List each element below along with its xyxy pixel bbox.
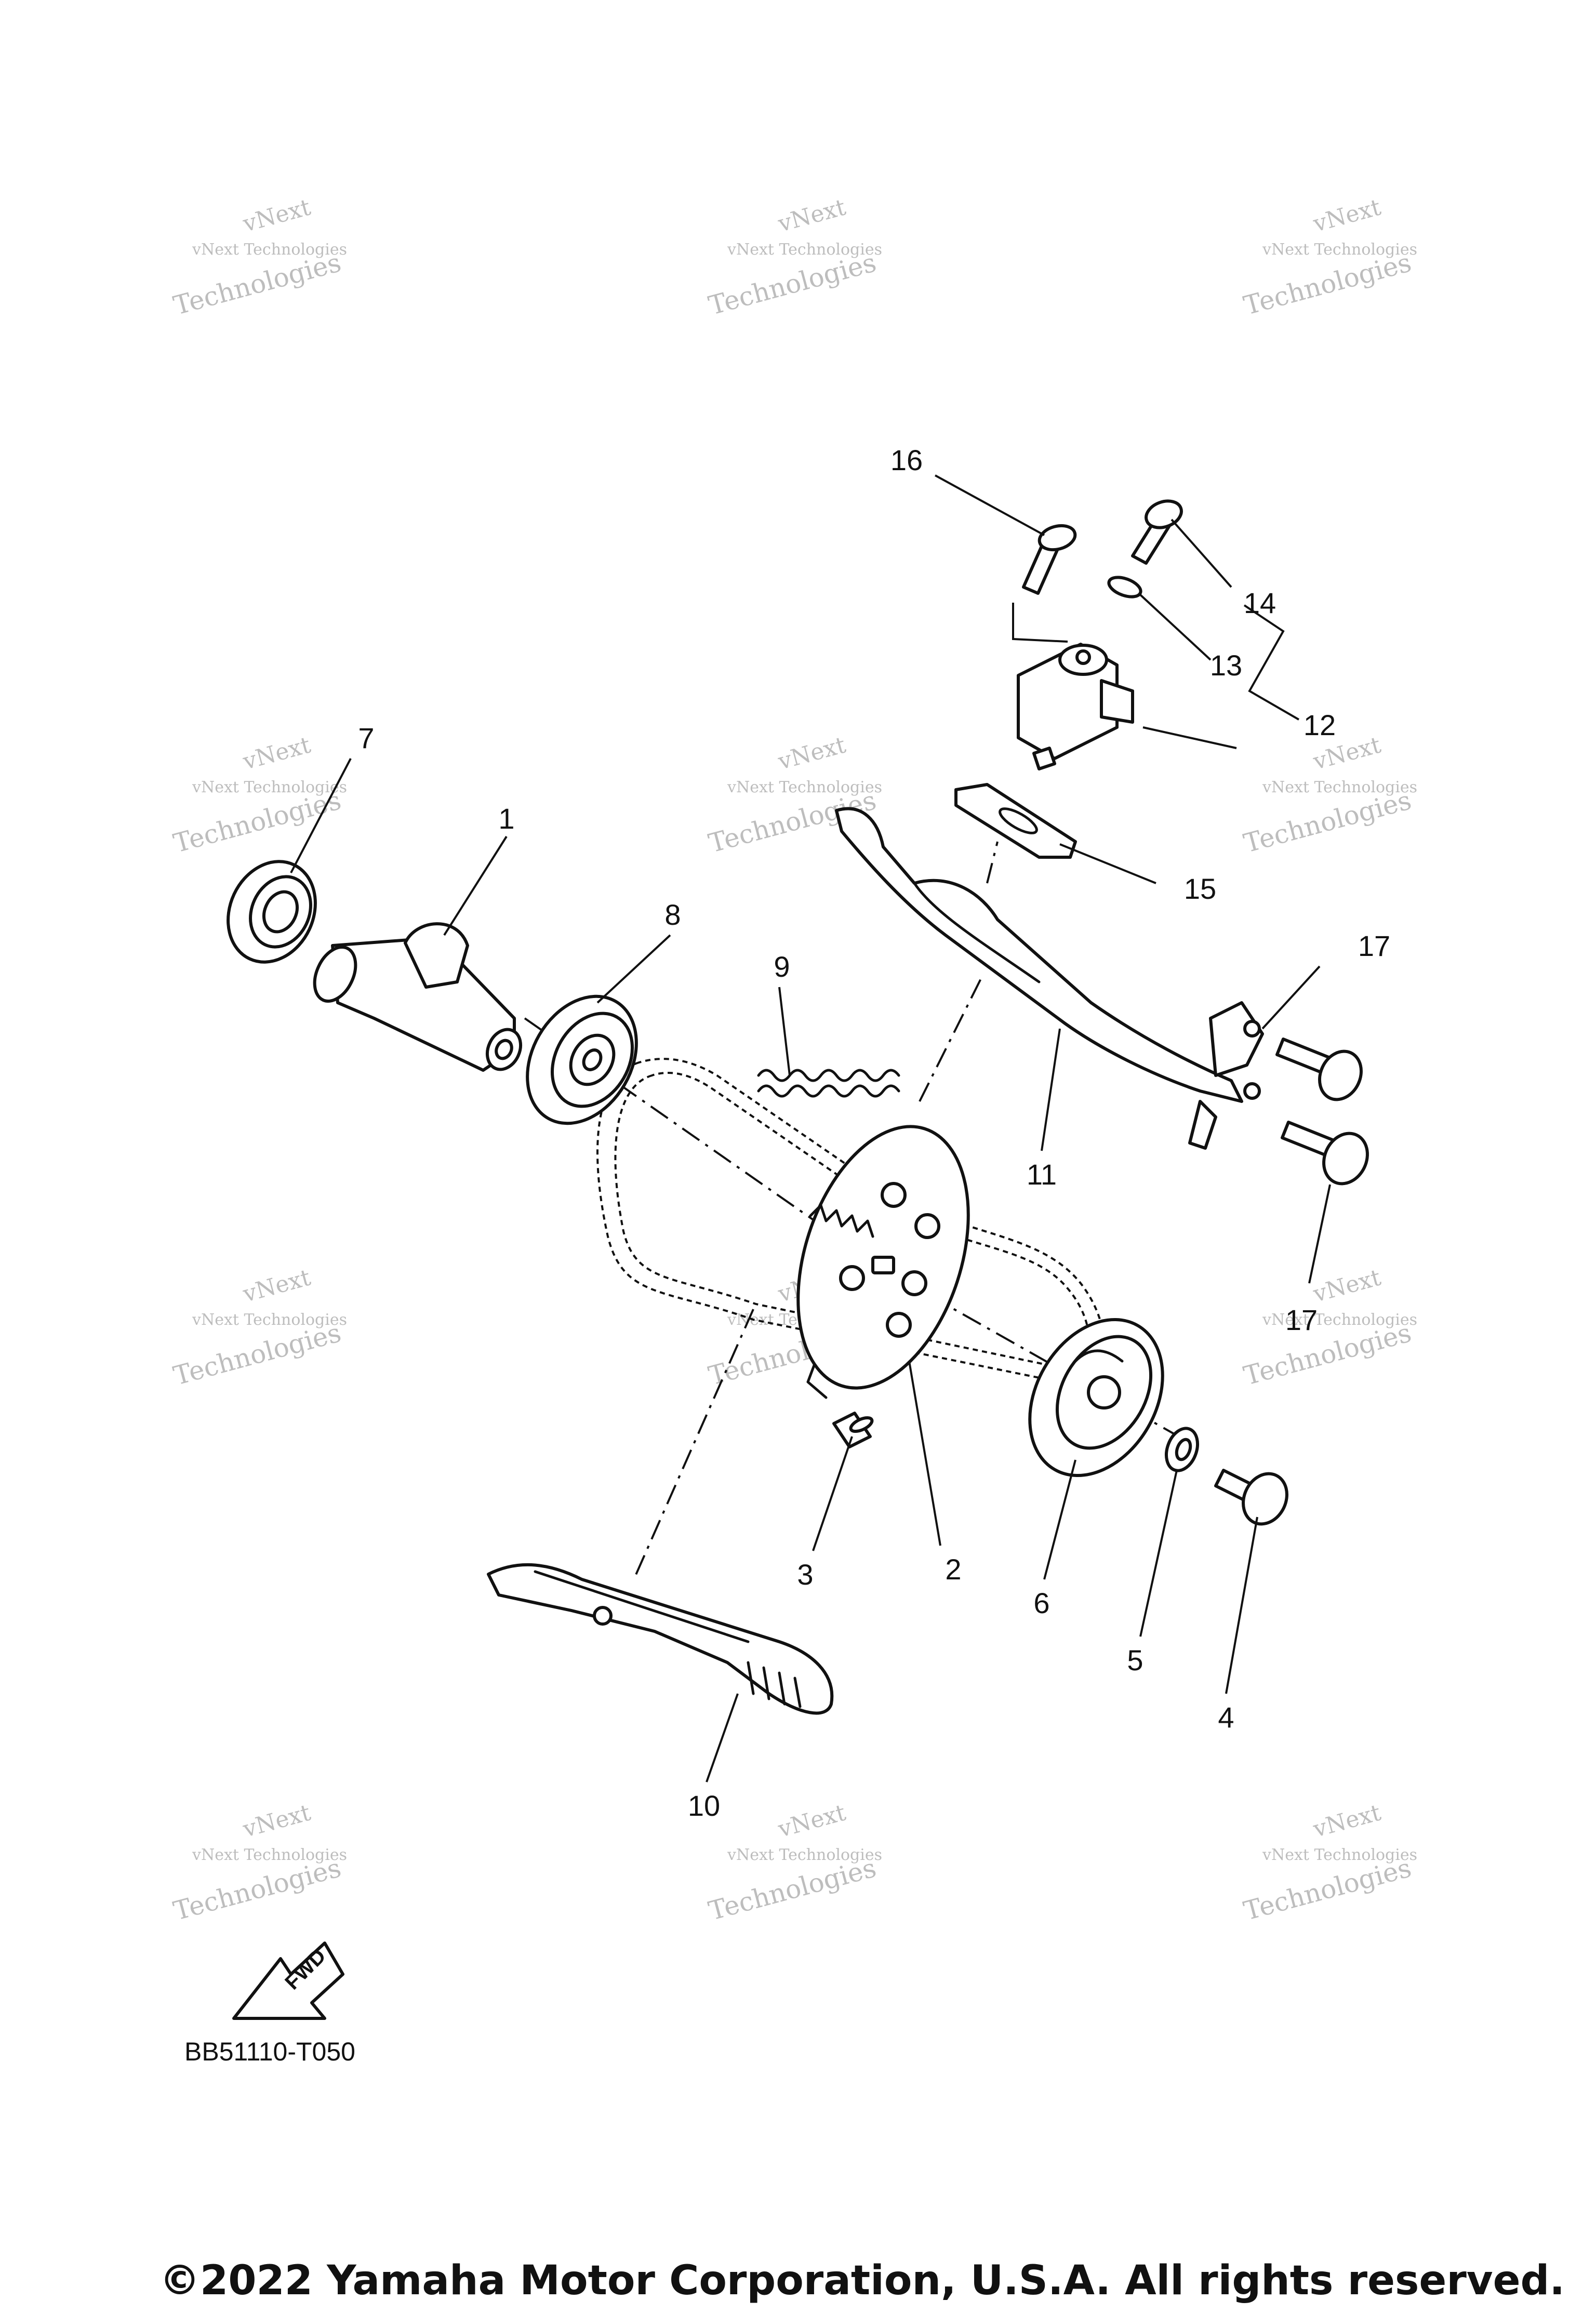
svg-text:vNext Technologies: vNext Technologies (727, 1846, 882, 1864)
callouts: 1 2 3 4 5 6 7 8 9 10 11 12 13 14 15 16 1… (358, 444, 1390, 1822)
dowel-pin-3 (832, 1412, 874, 1448)
svg-text:vNext Technologies: vNext Technologies (1262, 778, 1417, 796)
svg-text:vNext: vNext (775, 1799, 849, 1843)
chain-guide-11 (835, 807, 1264, 1150)
svg-text:vNext Technologies: vNext Technologies (192, 241, 347, 259)
svg-text:vNext: vNext (775, 194, 849, 237)
bolt-17-lower (1281, 1121, 1369, 1186)
watermark: vNext Technologies vNext Technologies (1241, 194, 1417, 321)
tensioner-12 (1017, 643, 1134, 770)
watermark: vNext Technologies vNext Technologies (1241, 1264, 1417, 1391)
watermark: vNext Technologies vNext Technologies (170, 732, 347, 858)
callout-3: 3 (797, 1558, 813, 1591)
bolt-16 (1022, 524, 1077, 595)
svg-text:vNext Technologies: vNext Technologies (192, 1846, 347, 1864)
callout-13: 13 (1210, 649, 1242, 682)
cam-sprocket-2 (796, 1125, 970, 1390)
svg-text:vNext Technologies: vNext Technologies (727, 241, 882, 259)
callout-4: 4 (1218, 1701, 1234, 1734)
svg-text:vNext: vNext (775, 732, 849, 775)
watermark: vNext Technologies vNext Technologies (706, 194, 882, 321)
svg-text:vNext Technologies: vNext Technologies (1262, 1846, 1417, 1864)
washer-5 (1165, 1427, 1199, 1472)
bearing-8 (526, 994, 638, 1125)
watermark: vNext Technologies vNext Technologies (170, 194, 347, 321)
svg-text:vNext: vNext (1310, 1264, 1384, 1308)
copyright-notice: ©2022 Yamaha Motor Corporation, U.S.A. A… (159, 2257, 1565, 2304)
callout-14: 14 (1244, 587, 1276, 619)
svg-text:vNext Technologies: vNext Technologies (192, 778, 347, 796)
callout-6: 6 (1033, 1587, 1049, 1619)
watermark: vNext Technologies vNext Technologies (1241, 1799, 1417, 1926)
washer-13 (1107, 576, 1142, 599)
callout-8: 8 (664, 898, 681, 931)
callout-9: 9 (774, 950, 790, 983)
callout-10: 10 (688, 1789, 720, 1822)
callout-11: 11 (1027, 1158, 1057, 1191)
bolt-4 (1214, 1469, 1288, 1526)
callout-7: 7 (358, 722, 374, 754)
callout-16: 16 (890, 444, 923, 476)
callout-1: 1 (498, 802, 514, 835)
svg-text:vNext Technologies: vNext Technologies (1262, 241, 1417, 259)
gasket-15 (954, 783, 1077, 859)
svg-text:vNext Technologies: vNext Technologies (727, 778, 882, 796)
svg-text:vNext: vNext (1310, 1799, 1384, 1843)
forward-arrow-icon: FWD (232, 1941, 344, 2020)
svg-text:vNext: vNext (240, 1264, 314, 1308)
watermark: vNext Technologies vNext Technologies (1241, 732, 1417, 858)
svg-text:vNext: vNext (240, 1799, 314, 1843)
svg-text:vNext: vNext (240, 732, 314, 775)
svg-text:vNext: vNext (240, 194, 314, 237)
watermark: vNext Technologies vNext Technologies (170, 1799, 347, 1926)
drawing-code: BB51110-T050 (184, 2037, 355, 2066)
plate-6 (1028, 1318, 1164, 1478)
callout-5: 5 (1127, 1644, 1143, 1677)
bolt-17-upper (1275, 1038, 1363, 1101)
callout-17-lower: 17 (1285, 1304, 1318, 1336)
bearing-7 (227, 860, 317, 964)
camshaft-1 (313, 922, 523, 1072)
watermark: vNext Technologies vNext Technologies (706, 1799, 882, 1926)
svg-text:vNext Technologies: vNext Technologies (1262, 1311, 1417, 1329)
callout-15: 15 (1184, 872, 1216, 905)
callout-12: 12 (1304, 709, 1336, 741)
svg-text:vNext Technologies: vNext Technologies (192, 1311, 347, 1329)
callout-2: 2 (945, 1553, 961, 1586)
callout-17-upper: 17 (1358, 929, 1390, 962)
leader-lines (290, 474, 1331, 1783)
spring-9 (757, 1069, 900, 1098)
bolt-14 (1131, 499, 1183, 565)
chain-guide-10 (487, 1563, 834, 1715)
svg-text:vNext: vNext (1310, 194, 1384, 237)
watermark: vNext Technologies vNext Technologies (170, 1264, 347, 1391)
